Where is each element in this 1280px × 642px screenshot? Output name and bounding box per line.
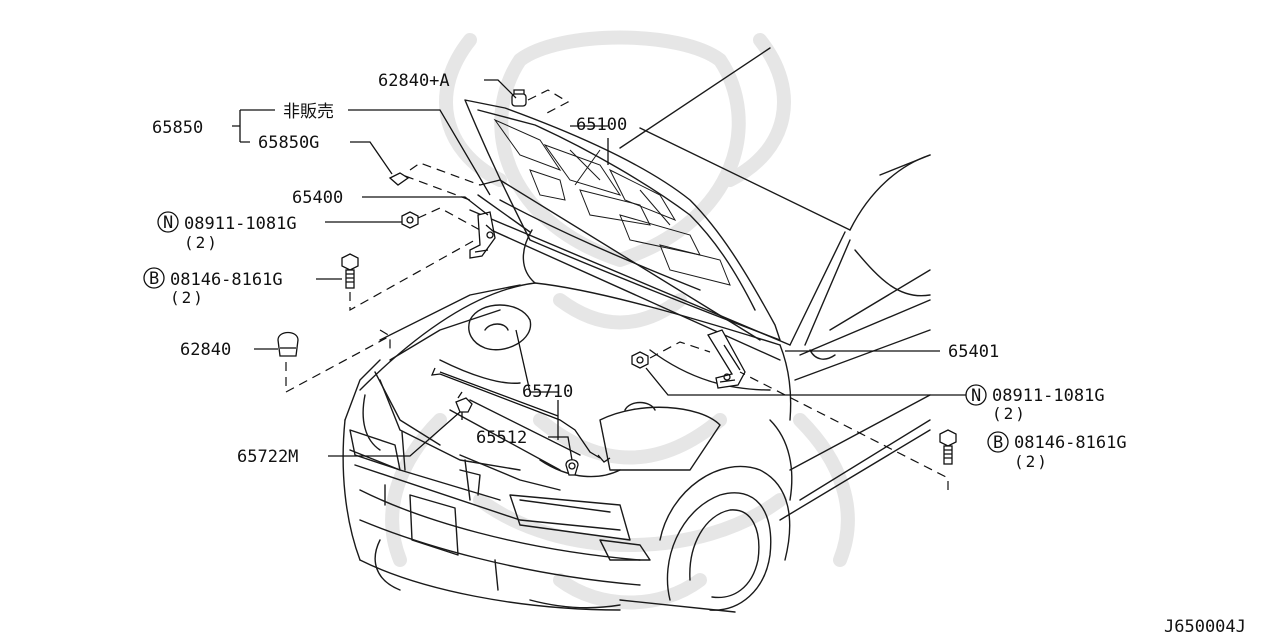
part-62840a — [511, 89, 570, 115]
part-65401-hinge-right — [707, 329, 746, 389]
leader-lines — [232, 79, 966, 461]
label-65850g: 65850G — [258, 133, 319, 153]
label-65400: 65400 — [292, 188, 343, 208]
label-bolt-right: 08146-8161G — [1014, 433, 1127, 453]
label-65100: 65100 — [576, 115, 627, 135]
bolt-marker-left-circle — [143, 267, 165, 289]
label-nut-left-qty: (2) — [184, 233, 219, 252]
part-bolt-left — [341, 239, 476, 312]
part-65722m-clip — [455, 391, 473, 420]
nut-marker-right-circle — [965, 384, 987, 406]
label-nut-right-qty: (2) — [992, 404, 1027, 423]
part-65710-rod — [430, 367, 611, 463]
label-65710: 65710 — [522, 382, 573, 402]
watermark-emblem — [385, 30, 855, 610]
label-nut-left: 08911-1081G — [184, 214, 297, 234]
hood-panel — [464, 99, 781, 341]
car-body — [342, 47, 931, 613]
label-62840: 62840 — [180, 340, 231, 360]
label-65850: 65850 — [152, 118, 203, 138]
part-65512-clip — [565, 459, 579, 476]
label-65512: 65512 — [476, 428, 527, 448]
part-nut-right — [631, 341, 711, 369]
label-bolt-right-qty: (2) — [1014, 452, 1049, 471]
label-65401: 65401 — [948, 342, 999, 362]
nut-marker-right: N — [971, 386, 981, 406]
part-62840 — [277, 329, 391, 394]
label-bolt-left-qty: (2) — [170, 288, 205, 307]
bolt-marker-right-circle — [987, 431, 1009, 453]
nut-marker-left-circle — [157, 211, 179, 233]
label-nut-right: 08911-1081G — [992, 386, 1105, 406]
part-bolt-right — [739, 371, 957, 490]
part-nut-left — [401, 207, 481, 231]
bolt-marker-left: B — [149, 269, 159, 289]
part-65850g — [388, 162, 481, 201]
nut-marker-left: N — [163, 213, 173, 233]
label-bolt-left: 08146-8161G — [170, 270, 283, 290]
callout-labels: 62840+A 65850 非販売 65850G 65400 N 08911-1… — [143, 71, 1246, 637]
label-65722m: 65722M — [237, 447, 298, 467]
label-not-for-sale: 非販売 — [283, 102, 334, 122]
bolt-marker-right: B — [993, 433, 1003, 453]
label-62840a: 62840+A — [378, 71, 450, 91]
diagram-code: J650004J — [1164, 617, 1246, 637]
part-65400-hinge-left — [469, 211, 496, 259]
